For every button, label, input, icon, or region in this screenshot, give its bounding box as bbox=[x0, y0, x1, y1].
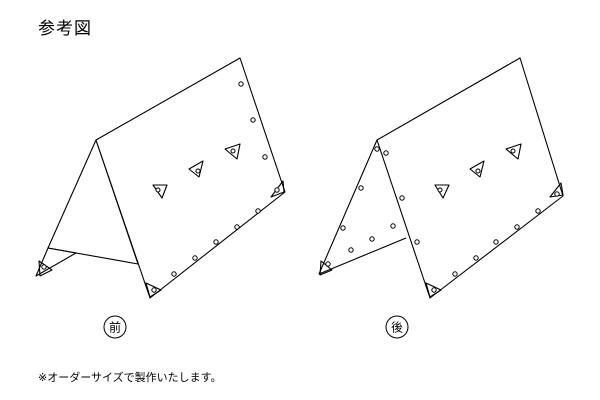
grommet bbox=[358, 185, 364, 191]
grommet bbox=[452, 271, 458, 277]
back-roof-panel bbox=[376, 57, 564, 299]
grommet bbox=[510, 148, 516, 154]
back-slope-panel bbox=[318, 139, 407, 275]
grommet bbox=[399, 195, 405, 201]
grommet bbox=[238, 81, 244, 87]
back-label: 後 bbox=[385, 315, 409, 339]
grommet bbox=[383, 150, 389, 156]
grommet bbox=[374, 146, 380, 152]
footnote: ※オーダーサイズで製作いたします。 bbox=[38, 371, 222, 384]
front-end-flap bbox=[35, 247, 77, 277]
peg-loop-patch bbox=[224, 143, 241, 160]
back-grommets bbox=[325, 146, 560, 293]
grommet bbox=[255, 208, 261, 214]
corner-patch bbox=[145, 282, 162, 298]
grommet bbox=[554, 191, 560, 197]
grommet bbox=[41, 264, 47, 270]
grommet bbox=[171, 271, 177, 277]
diagram-title: 参考図 bbox=[38, 19, 92, 39]
back-label-text: 後 bbox=[391, 321, 403, 335]
grommet bbox=[262, 154, 268, 160]
grommet bbox=[195, 168, 201, 174]
grommet bbox=[369, 236, 375, 242]
front-label-text: 前 bbox=[109, 320, 121, 335]
grommet bbox=[250, 117, 256, 123]
corner-patch bbox=[425, 282, 442, 298]
peg-loop-patch bbox=[469, 160, 485, 178]
grommet bbox=[155, 187, 161, 193]
grommet bbox=[514, 224, 520, 230]
grommet bbox=[390, 223, 396, 229]
grommet bbox=[230, 148, 236, 154]
peg-loop-patch bbox=[188, 160, 204, 178]
front-grommets bbox=[41, 81, 280, 293]
grommet bbox=[151, 287, 157, 293]
grommet bbox=[274, 187, 280, 193]
grommet bbox=[535, 208, 541, 214]
grommet bbox=[192, 255, 198, 261]
grommet bbox=[437, 187, 443, 193]
back-view bbox=[318, 57, 564, 299]
front-roof-panel bbox=[95, 57, 286, 299]
grommet bbox=[493, 239, 499, 245]
grommet bbox=[340, 225, 346, 231]
grommet bbox=[475, 168, 481, 174]
grommet bbox=[473, 255, 479, 261]
peg-loop-patch bbox=[505, 143, 522, 160]
grommet bbox=[213, 239, 219, 245]
grommet bbox=[348, 247, 354, 253]
grommet bbox=[431, 287, 437, 293]
grommet bbox=[325, 261, 331, 267]
grommet bbox=[234, 224, 240, 230]
grommet bbox=[414, 239, 420, 245]
front-view bbox=[35, 57, 286, 299]
front-label: 前 bbox=[103, 315, 127, 339]
